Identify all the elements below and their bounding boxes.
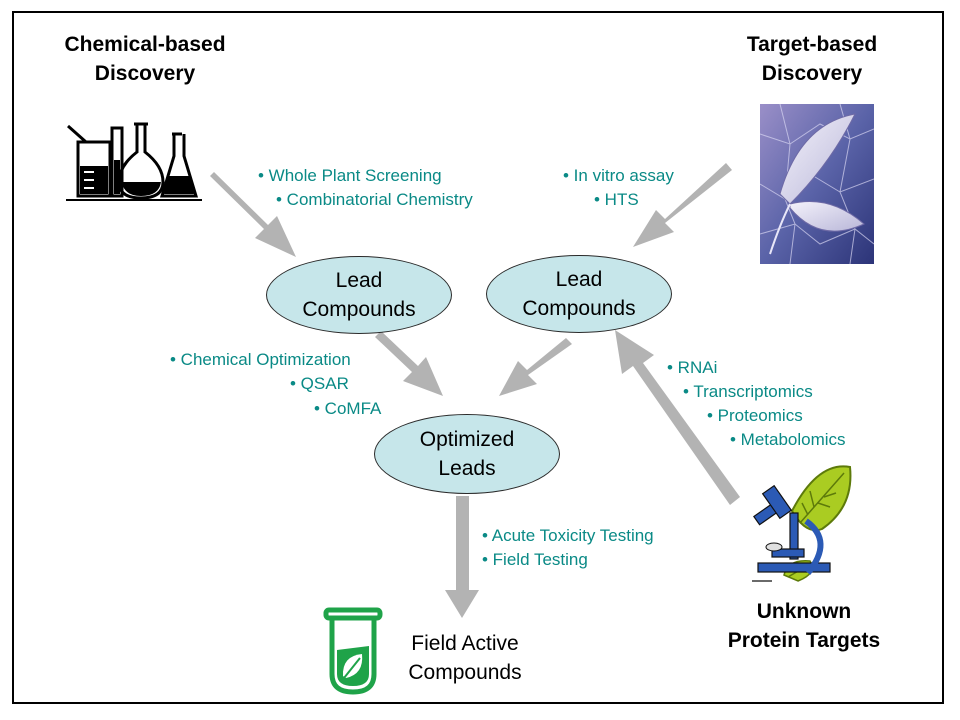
chemical-discovery-heading: Chemical-based Discovery (40, 30, 250, 88)
unknown-targets-heading: Unknown Protein Targets (704, 597, 904, 655)
lead-compounds-right-node: Lead Compounds (486, 255, 672, 333)
note-combinatorial-chemistry: • Combinatorial Chemistry (276, 190, 473, 209)
arrow-lead-to-optimized-left (375, 331, 443, 396)
leaf-network-image-icon (760, 104, 874, 264)
note-in-vitro-assay: • In vitro assay (563, 166, 674, 185)
unknown-heading-line1: Unknown (756, 600, 852, 623)
target-discovery-heading: Target-based Discovery (707, 30, 917, 88)
optimized-line1: Optimized (419, 428, 515, 451)
note-whole-plant-screening: • Whole Plant Screening (258, 166, 442, 185)
note-metabolomics: • Metabolomics (730, 430, 846, 449)
lead-right-line2: Compounds (522, 297, 636, 320)
optimized-leads-node: Optimized Leads (374, 414, 560, 494)
arrow-target-to-lead (633, 163, 732, 247)
note-acute-toxicity-testing: • Acute Toxicity Testing (482, 526, 654, 545)
diagram-frame (12, 11, 944, 704)
note-transcriptomics: • Transcriptomics (683, 382, 813, 401)
chemical-heading-line2: Discovery (94, 62, 196, 85)
arrow-unknown-to-lead (615, 330, 740, 505)
lead-compounds-left-node: Lead Compounds (266, 256, 452, 334)
arrow-optimized-to-field (445, 496, 479, 618)
note-proteomics: • Proteomics (707, 406, 803, 425)
optimized-line2: Leads (438, 457, 496, 480)
chemical-heading-line1: Chemical-based (64, 33, 226, 56)
note-field-testing: • Field Testing (482, 550, 588, 569)
note-qsar: • QSAR (290, 374, 349, 393)
lead-right-line1: Lead (555, 268, 603, 291)
field-active-line2: Compounds (408, 661, 522, 684)
note-comfa: • CoMFA (314, 399, 382, 418)
field-active-line1: Field Active (411, 632, 519, 655)
field-active-compounds-label: Field Active Compounds (390, 629, 540, 687)
note-hts: • HTS (594, 190, 639, 209)
arrow-chem-to-lead (210, 172, 296, 257)
target-heading-line1: Target-based (746, 33, 878, 56)
microscope-plant-icon (752, 465, 852, 582)
lead-left-line1: Lead (335, 269, 383, 292)
note-rnai: • RNAi (667, 358, 718, 377)
test-tube-leaf-icon (323, 607, 383, 695)
note-chemical-optimization: • Chemical Optimization (170, 350, 351, 369)
arrow-lead-to-optimized-right (499, 338, 572, 396)
unknown-heading-line2: Protein Targets (727, 629, 881, 652)
target-heading-line2: Discovery (761, 62, 863, 85)
lab-glassware-icon (66, 122, 202, 201)
lead-left-line2: Compounds (302, 298, 416, 321)
